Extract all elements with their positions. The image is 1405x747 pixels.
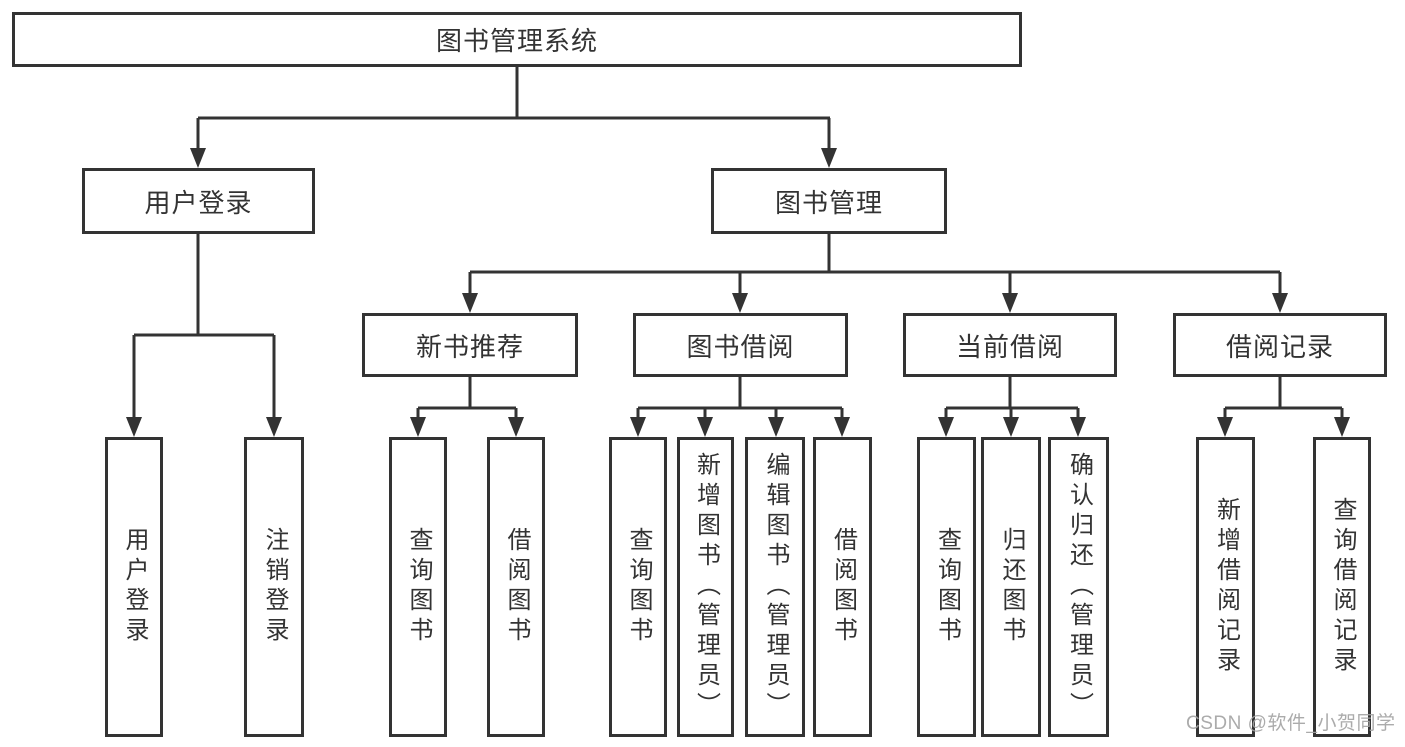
leaf-borrow-borrow-book: 借阅图书 (813, 437, 872, 737)
leaf-record-add-record: 新增借阅记录 (1196, 437, 1255, 737)
leaf-current-confirm-return-admin: 确认归还（管理员） (1048, 437, 1109, 737)
leaf-user-login: 用户登录 (105, 437, 163, 737)
leaf-logout-login: 注销登录 (244, 437, 304, 737)
leaf-newrec-query-book: 查询图书 (389, 437, 447, 737)
leaf-current-query-book: 查询图书 (917, 437, 976, 737)
watermark: CSDN @软件_小贺同学 (1186, 713, 1396, 734)
node-root: 图书管理系统 (12, 12, 1022, 67)
node-book-management: 图书管理 (711, 168, 947, 234)
leaf-newrec-borrow-book: 借阅图书 (487, 437, 545, 737)
leaf-record-query-record: 查询借阅记录 (1313, 437, 1371, 737)
node-borrow-record: 借阅记录 (1173, 313, 1387, 377)
leaf-current-return-book: 归还图书 (981, 437, 1041, 737)
node-new-book-recommend: 新书推荐 (362, 313, 578, 377)
leaf-borrow-query-book: 查询图书 (609, 437, 667, 737)
leaf-borrow-edit-book-admin: 编辑图书（管理员） (745, 437, 805, 737)
node-current-borrow: 当前借阅 (903, 313, 1117, 377)
leaf-borrow-add-book-admin: 新增图书（管理员） (677, 437, 734, 737)
node-user-login: 用户登录 (82, 168, 315, 234)
node-book-borrow: 图书借阅 (633, 313, 848, 377)
